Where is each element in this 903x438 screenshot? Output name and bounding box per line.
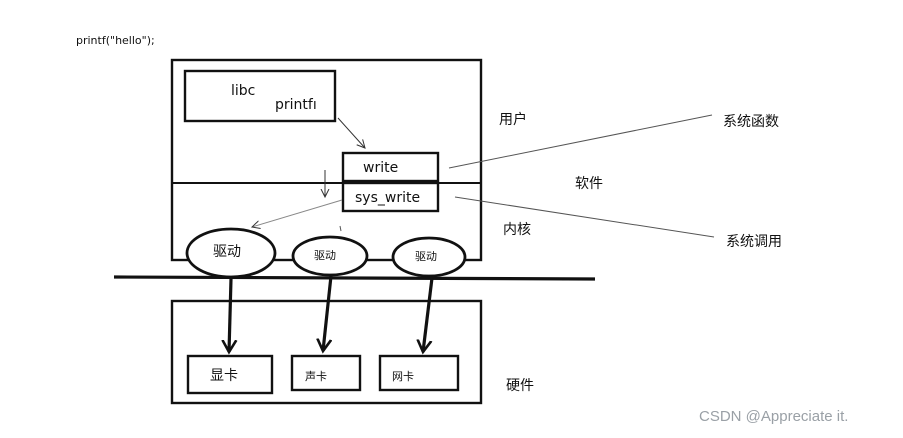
libc-label: libc: [231, 83, 255, 99]
system-function-label: 系统函数: [723, 114, 779, 130]
sys-write-label: sys_write: [355, 190, 420, 206]
driver-label-1: 驱动: [213, 244, 241, 260]
system-function-pointer: [448, 114, 713, 169]
tick-mark: [339, 225, 342, 232]
libc-box: [183, 69, 337, 123]
system-call-pointer: [454, 196, 715, 238]
gpu-label: 显卡: [210, 368, 238, 384]
sys-write-box: [341, 181, 440, 213]
syswrite-to-driver-arrow: [252, 199, 343, 227]
kernel-label: 内核: [503, 222, 531, 238]
sound-card-box: [290, 354, 362, 392]
user-space-label: 用户: [499, 111, 527, 128]
driver-to-gpu-arrow: [229, 278, 231, 352]
driver-to-net-arrow: [423, 277, 434, 352]
printf-label: printfı: [275, 97, 317, 113]
code-snippet: printf("hello");: [76, 34, 155, 47]
hardware-box: [170, 299, 483, 405]
network-card-box: [378, 354, 460, 392]
driver-ellipse-3: [391, 236, 467, 278]
gpu-box: [186, 354, 274, 395]
hardware-label: 硬件: [506, 378, 534, 394]
hardware-bus-line: [113, 275, 596, 281]
sound-card-label: 声卡: [305, 369, 327, 383]
driver-label-2: 驱动: [314, 249, 336, 262]
network-card-label: 网卡: [392, 370, 414, 383]
driver-label-3: 驱动: [415, 250, 437, 263]
write-box: [341, 151, 440, 183]
software-label: 软件: [575, 176, 603, 192]
system-call-label: 系统调用: [726, 234, 782, 250]
driver-ellipse-2: [291, 235, 369, 277]
watermark: CSDN @Appreciate it.: [699, 408, 848, 425]
printf-to-write-arrow: [337, 117, 365, 148]
write-label: write: [363, 160, 398, 176]
driver-to-sound-arrow: [323, 275, 333, 351]
